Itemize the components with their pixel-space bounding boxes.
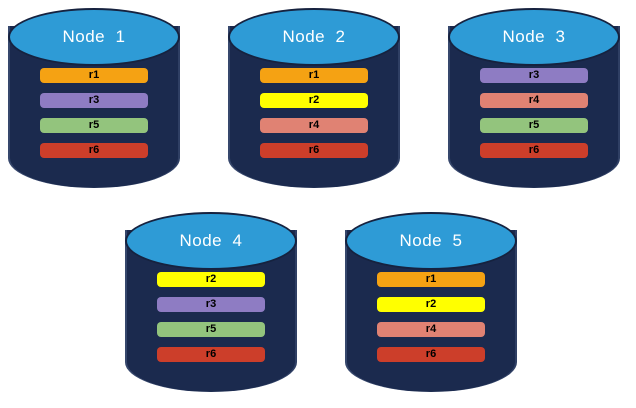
cylinder-top-ellipse bbox=[228, 8, 400, 66]
replica-bar: r6 bbox=[480, 143, 588, 158]
replica-bar: r6 bbox=[157, 347, 265, 362]
cylinder-top-ellipse bbox=[448, 8, 620, 66]
replica-list: r1 r2 r4 r6 bbox=[228, 68, 400, 158]
node-label: Node 1 bbox=[62, 27, 126, 46]
database-node-4: Node 4 r2 r3 r5 r6 bbox=[125, 212, 297, 392]
node-label: Node 4 bbox=[179, 231, 243, 250]
replica-list: r2 r3 r5 r6 bbox=[125, 272, 297, 362]
replica-bar: r5 bbox=[157, 322, 265, 337]
replica-bar: r3 bbox=[480, 68, 588, 83]
database-node-5: Node 5 r1 r2 r4 r6 bbox=[345, 212, 517, 392]
replica-bar: r1 bbox=[377, 272, 485, 287]
cylinder-top-ellipse bbox=[345, 212, 517, 270]
cylinder-top-ellipse bbox=[8, 8, 180, 66]
replica-bar: r5 bbox=[40, 118, 148, 133]
node-label: Node 5 bbox=[399, 231, 463, 250]
replica-bar: r6 bbox=[377, 347, 485, 362]
replica-bar: r6 bbox=[40, 143, 148, 158]
replica-bar: r2 bbox=[260, 93, 368, 108]
cylinder-top-ellipse bbox=[125, 212, 297, 270]
replica-bar: r3 bbox=[40, 93, 148, 108]
replica-bar: r5 bbox=[480, 118, 588, 133]
database-node-2: Node 2 r1 r2 r4 r6 bbox=[228, 8, 400, 188]
replica-bar: r1 bbox=[260, 68, 368, 83]
node-label: Node 3 bbox=[502, 27, 566, 46]
replica-bar: r4 bbox=[260, 118, 368, 133]
replica-bar: r2 bbox=[157, 272, 265, 287]
replica-bar: r4 bbox=[480, 93, 588, 108]
replica-list: r1 r3 r5 r6 bbox=[8, 68, 180, 158]
node-label: Node 2 bbox=[282, 27, 346, 46]
replica-bar: r4 bbox=[377, 322, 485, 337]
replica-bar: r2 bbox=[377, 297, 485, 312]
database-node-3: Node 3 r3 r4 r5 r6 bbox=[448, 8, 620, 188]
database-node-1: Node 1 r1 r3 r5 r6 bbox=[8, 8, 180, 188]
replica-list: r1 r2 r4 r6 bbox=[345, 272, 517, 362]
replica-bar: r6 bbox=[260, 143, 368, 158]
replica-list: r3 r4 r5 r6 bbox=[448, 68, 620, 158]
replica-bar: r1 bbox=[40, 68, 148, 83]
replica-bar: r3 bbox=[157, 297, 265, 312]
